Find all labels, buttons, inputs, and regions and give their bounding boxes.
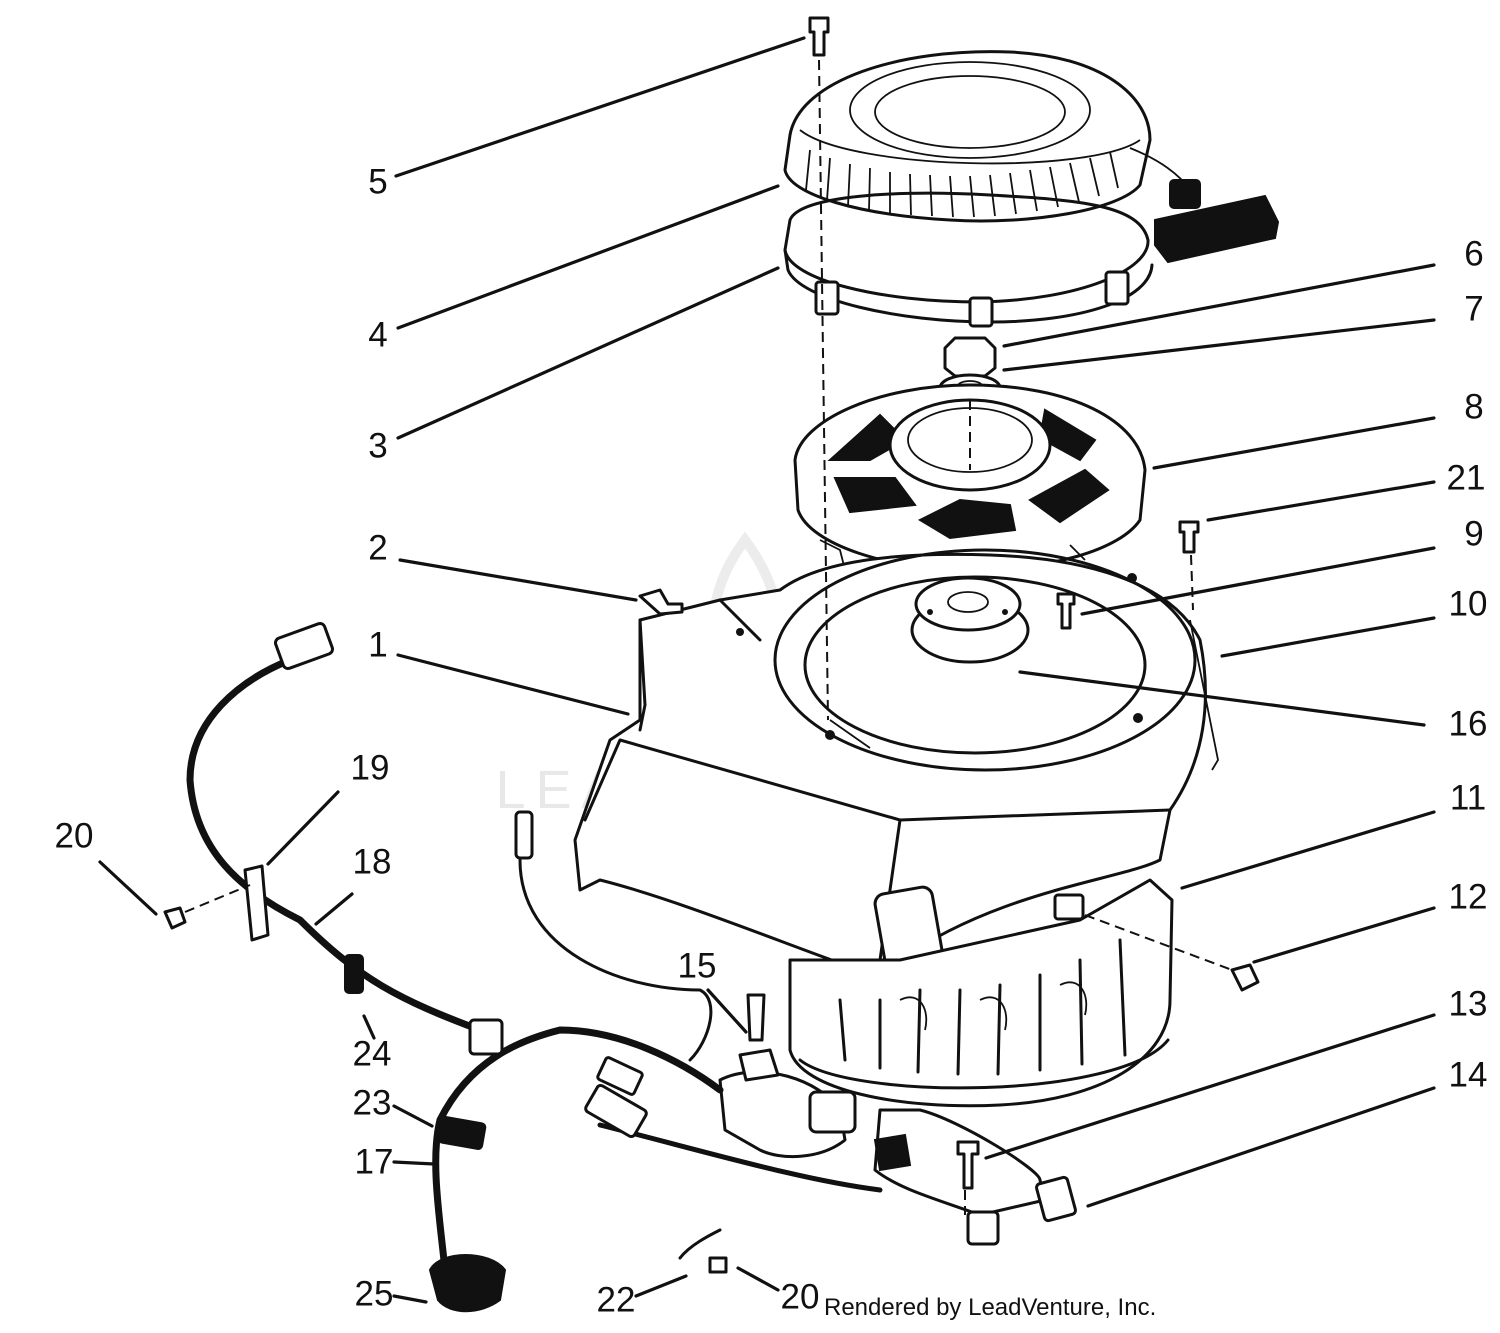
leader-lines [98,36,1436,1304]
starter-cup [793,383,1147,581]
flywheel [788,878,1174,1108]
drive-hub [910,576,1030,664]
callout-3: 3 [368,426,387,465]
callout-2: 2 [368,528,387,567]
blower-housing [573,548,1219,975]
callout-labels: 1 2 3 4 5 6 7 8 9 10 11 12 13 14 15 16 1… [55,162,1488,1319]
callout-24: 24 [353,1034,392,1073]
callout-1: 1 [368,625,387,664]
callout-9: 9 [1464,514,1483,553]
callout-21: 21 [1447,458,1486,497]
fasteners [163,16,1200,1274]
callout-22: 22 [597,1280,636,1319]
callout-20-lower: 20 [781,1277,820,1316]
callout-6: 6 [1464,234,1483,273]
render-credit: Rendered by LeadVenture, Inc. [824,1294,1157,1321]
callout-16: 16 [1449,704,1488,743]
callout-15: 15 [678,946,717,985]
callout-5: 5 [368,162,387,201]
ignition-module [873,1108,1077,1246]
callout-19: 19 [351,748,390,787]
callout-12: 12 [1449,877,1488,916]
callout-18: 18 [353,842,392,881]
assembly-lines [184,59,1233,1215]
ground-switch [718,993,857,1159]
callout-17: 17 [355,1142,394,1181]
bracket-and-screw [1053,893,1260,992]
callout-10: 10 [1449,584,1488,623]
wiring-harness [186,621,883,1313]
callout-7: 7 [1464,289,1483,328]
callout-4: 4 [368,315,387,354]
callout-13: 13 [1449,984,1488,1023]
callout-8: 8 [1464,387,1483,426]
callout-25: 25 [355,1274,394,1313]
callout-23: 23 [353,1083,392,1122]
callout-20: 20 [55,816,94,855]
callout-14: 14 [1449,1055,1488,1094]
recoil-starter-housing [783,50,1280,264]
callout-11: 11 [1450,778,1486,817]
